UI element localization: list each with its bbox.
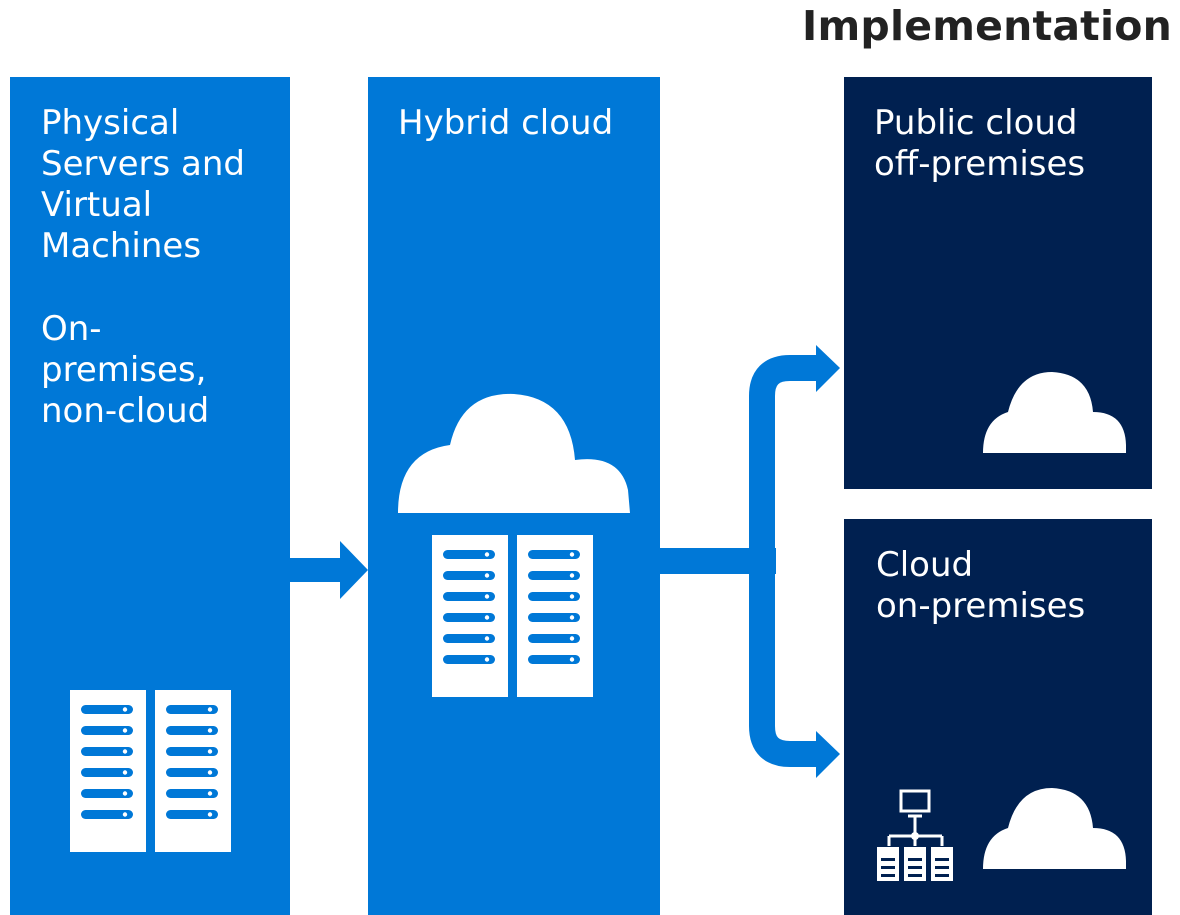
arrow-icon bbox=[288, 541, 368, 599]
physical-subtitle-line: non-cloud bbox=[41, 391, 210, 431]
hybrid-title-line: Hybrid cloud bbox=[398, 103, 614, 143]
server-rack-icon bbox=[70, 690, 231, 852]
public-title-line: off-premises bbox=[874, 144, 1086, 184]
cloud-icon bbox=[983, 788, 1126, 869]
network-server-slots bbox=[881, 858, 949, 877]
physical-subtitle-line: premises, bbox=[41, 350, 207, 390]
network-server-icon bbox=[877, 832, 953, 881]
branch-arrow-icon bbox=[658, 345, 840, 778]
server-rack-icon bbox=[432, 535, 593, 697]
cloud-icon bbox=[398, 393, 630, 513]
diagram-heading: Implementation bbox=[802, 2, 1172, 50]
physical-title-line: Physical bbox=[41, 103, 180, 143]
hybrid-title: Hybrid cloud bbox=[398, 103, 613, 144]
onprem-title-line: Cloud bbox=[876, 545, 974, 585]
cloud-icon bbox=[983, 372, 1126, 453]
physical-title-line: Virtual bbox=[41, 185, 153, 225]
onprem-title-line: on-premises bbox=[876, 586, 1086, 626]
public-title-line: Public cloud bbox=[874, 103, 1078, 143]
physical-title-line: Machines bbox=[41, 226, 202, 266]
physical-subtitle-line: On- bbox=[41, 309, 102, 349]
panel-physical-servers: Physical Servers and Virtual Machines On… bbox=[10, 77, 290, 915]
onprem-title: Cloud on-premises bbox=[876, 545, 1085, 627]
network-icon bbox=[887, 789, 944, 846]
physical-subtitle: On- premises, non-cloud bbox=[41, 309, 209, 432]
physical-title: Physical Servers and Virtual Machines bbox=[41, 103, 245, 267]
public-title: Public cloud off-premises bbox=[874, 103, 1085, 185]
physical-title-line: Servers and bbox=[41, 144, 245, 184]
